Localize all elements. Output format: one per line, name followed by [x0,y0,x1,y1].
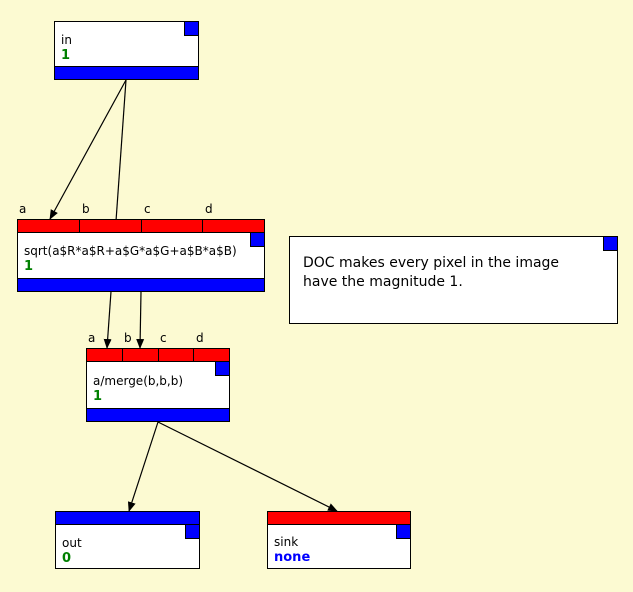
node-merge-port-b[interactable] [122,349,159,362]
node-out[interactable]: out 0 [55,511,200,569]
node-in-label: in [61,33,72,47]
node-merge-corner-handle[interactable] [215,362,229,376]
merge-port-a-label: a [88,331,96,345]
node-merge-port-d[interactable] [194,349,229,362]
node-sqrt-port-c[interactable] [141,220,204,233]
wire-in-to-merge-a [103,79,127,349]
node-out-value: 0 [62,551,72,566]
node-merge-label: a/merge(b,b,b) [93,374,184,388]
node-merge[interactable]: a/merge(b,b,b) 1 [86,348,230,422]
node-sink-value: none [274,550,311,565]
node-sqrt-port-a[interactable] [18,220,80,233]
node-in[interactable]: in 1 [54,21,199,80]
node-merge-value: 1 [93,389,103,404]
node-out-input-port[interactable] [56,512,199,525]
sqrt-port-b-label: b [82,202,90,216]
wire-merge-to-out [127,421,159,512]
node-merge-port-a[interactable] [87,349,123,362]
node-in-output-port[interactable] [55,66,198,79]
sqrt-port-c-label: c [144,202,151,216]
node-sink-corner-handle[interactable] [396,525,410,539]
node-sink-label: sink [274,535,299,549]
doc-node[interactable]: DOC makes every pixel in the image have … [289,236,618,324]
node-sqrt-value: 1 [24,259,34,274]
wire-merge-to-sink [157,421,338,512]
merge-port-b-label: b [124,331,132,345]
node-sink-input-port[interactable] [268,512,410,525]
node-sqrt-input-ports [18,220,264,233]
node-sqrt-label: sqrt(a$R*a$R+a$G*a$G+a$B*a$B) [24,244,237,258]
node-in-corner-handle[interactable] [184,22,198,36]
sqrt-port-d-label: d [205,202,213,216]
sqrt-port-a-label: a [19,202,27,216]
merge-port-d-label: d [196,331,204,345]
node-merge-port-c[interactable] [158,349,195,362]
node-sqrt-port-b[interactable] [79,220,142,233]
node-sink[interactable]: sink none [267,511,411,569]
node-merge-input-ports [87,349,229,362]
node-out-corner-handle[interactable] [185,525,199,539]
node-sqrt[interactable]: sqrt(a$R*a$R+a$G*a$G+a$B*a$B) 1 [17,219,265,292]
doc-node-corner-handle[interactable] [603,237,617,251]
node-sqrt-corner-handle[interactable] [250,233,264,247]
merge-port-c-label: c [160,331,167,345]
node-sqrt-port-d[interactable] [203,220,264,233]
doc-text: DOC makes every pixel in the image have … [303,255,560,290]
wire-in-to-sqrt-a [49,79,127,220]
node-merge-output-port[interactable] [87,408,229,421]
node-out-label: out [62,536,82,550]
wire-sqrt-to-merge-b [136,291,145,349]
node-in-value: 1 [61,48,71,63]
node-sqrt-output-port[interactable] [18,278,264,291]
